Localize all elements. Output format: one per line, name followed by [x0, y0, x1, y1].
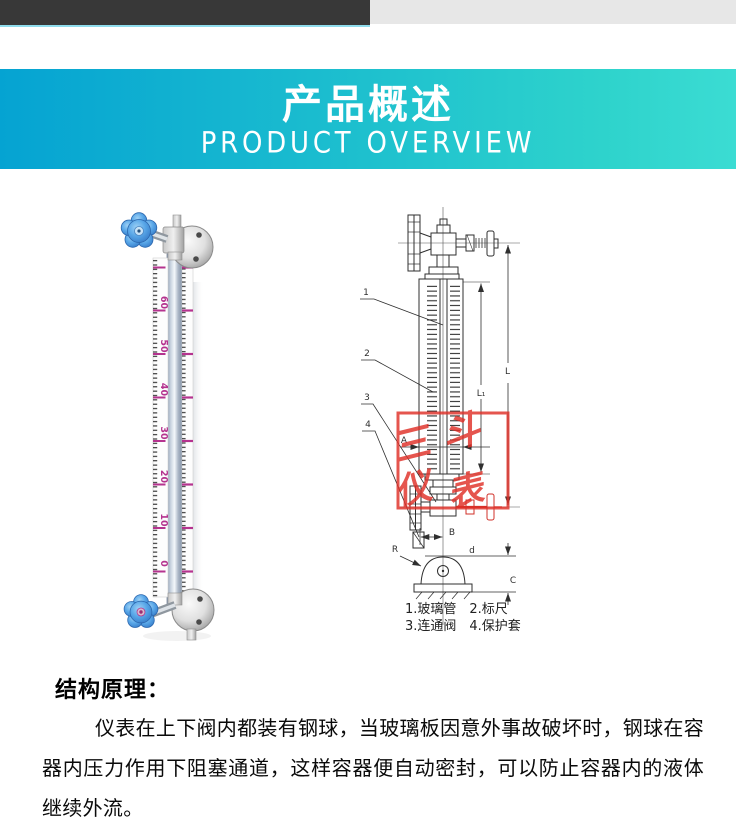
- part-label-4: 4: [365, 420, 371, 430]
- gauge-column-drawing: [418, 273, 464, 481]
- scale-number: 40: [158, 383, 169, 397]
- ruler-scale-left: 60 50 40 30 20 10 0: [152, 257, 169, 598]
- dimension-lines: [360, 245, 516, 605]
- top-gray-bar: [370, 0, 736, 24]
- top-dark-bar: [0, 0, 370, 27]
- glass-level-gauge-photo: 60 50 40 30 20 10 0: [120, 212, 215, 641]
- product-diagram: L L₁ A B C R d 1 2 3 4 三 斗 仪 表: [350, 205, 525, 640]
- blue-handwheel-bottom: [123, 594, 159, 628]
- dim-label-L: L: [505, 367, 510, 377]
- banner-title-en: PRODUCT OVERVIEW: [200, 126, 536, 161]
- bottom-valve-assembly: [123, 588, 215, 641]
- blue-handwheel-top: [120, 212, 158, 248]
- caption-line-2: 3.连通阀 4.保护套: [405, 619, 521, 634]
- dim-label-d: d: [469, 546, 475, 556]
- technical-drawing: [360, 207, 520, 625]
- dim-label-R: R: [392, 545, 398, 555]
- structure-principle-heading: 结构原理：: [55, 678, 171, 703]
- soft-shadow: [193, 282, 204, 602]
- diagram-caption: 1.玻璃管 2.标尺 3.连通阀 4.保护套: [405, 601, 521, 635]
- scale-number: 60: [158, 296, 169, 310]
- dim-label-C: C: [510, 576, 516, 586]
- caption-line-1: 1.玻璃管 2.标尺: [405, 602, 508, 617]
- support-bracket-drawing: [413, 556, 473, 600]
- part-label-3: 3: [364, 393, 370, 403]
- scale-number: 30: [158, 426, 169, 440]
- scale-number: 0: [158, 560, 169, 567]
- top-valve-assembly: [120, 212, 214, 269]
- part-label-1: 1: [363, 288, 369, 298]
- dim-label-B: B: [449, 528, 455, 538]
- scale-number: 50: [158, 339, 169, 353]
- drawing-labels: L L₁ A B C R d 1 2 3 4: [363, 288, 516, 586]
- top-valve-drawing: [407, 214, 499, 275]
- structure-principle-paragraph: 仪表在上下阀内都装有钢球，当玻璃板因意外事故破坏时，钢球在容器内压力作用下阻塞通…: [42, 716, 704, 820]
- banner-title-zh: 产品概述: [282, 82, 454, 128]
- scale-number: 20: [158, 470, 169, 484]
- part-label-2: 2: [364, 349, 370, 359]
- dim-label-A: A: [401, 436, 408, 446]
- scale-number: 10: [158, 513, 169, 527]
- section-banner: 产品概述 PRODUCT OVERVIEW: [0, 69, 736, 169]
- dim-label-L1: L₁: [477, 389, 486, 399]
- product-photo: 60 50 40 30 20 10 0: [115, 212, 215, 642]
- ruler-scale-right: [181, 261, 194, 593]
